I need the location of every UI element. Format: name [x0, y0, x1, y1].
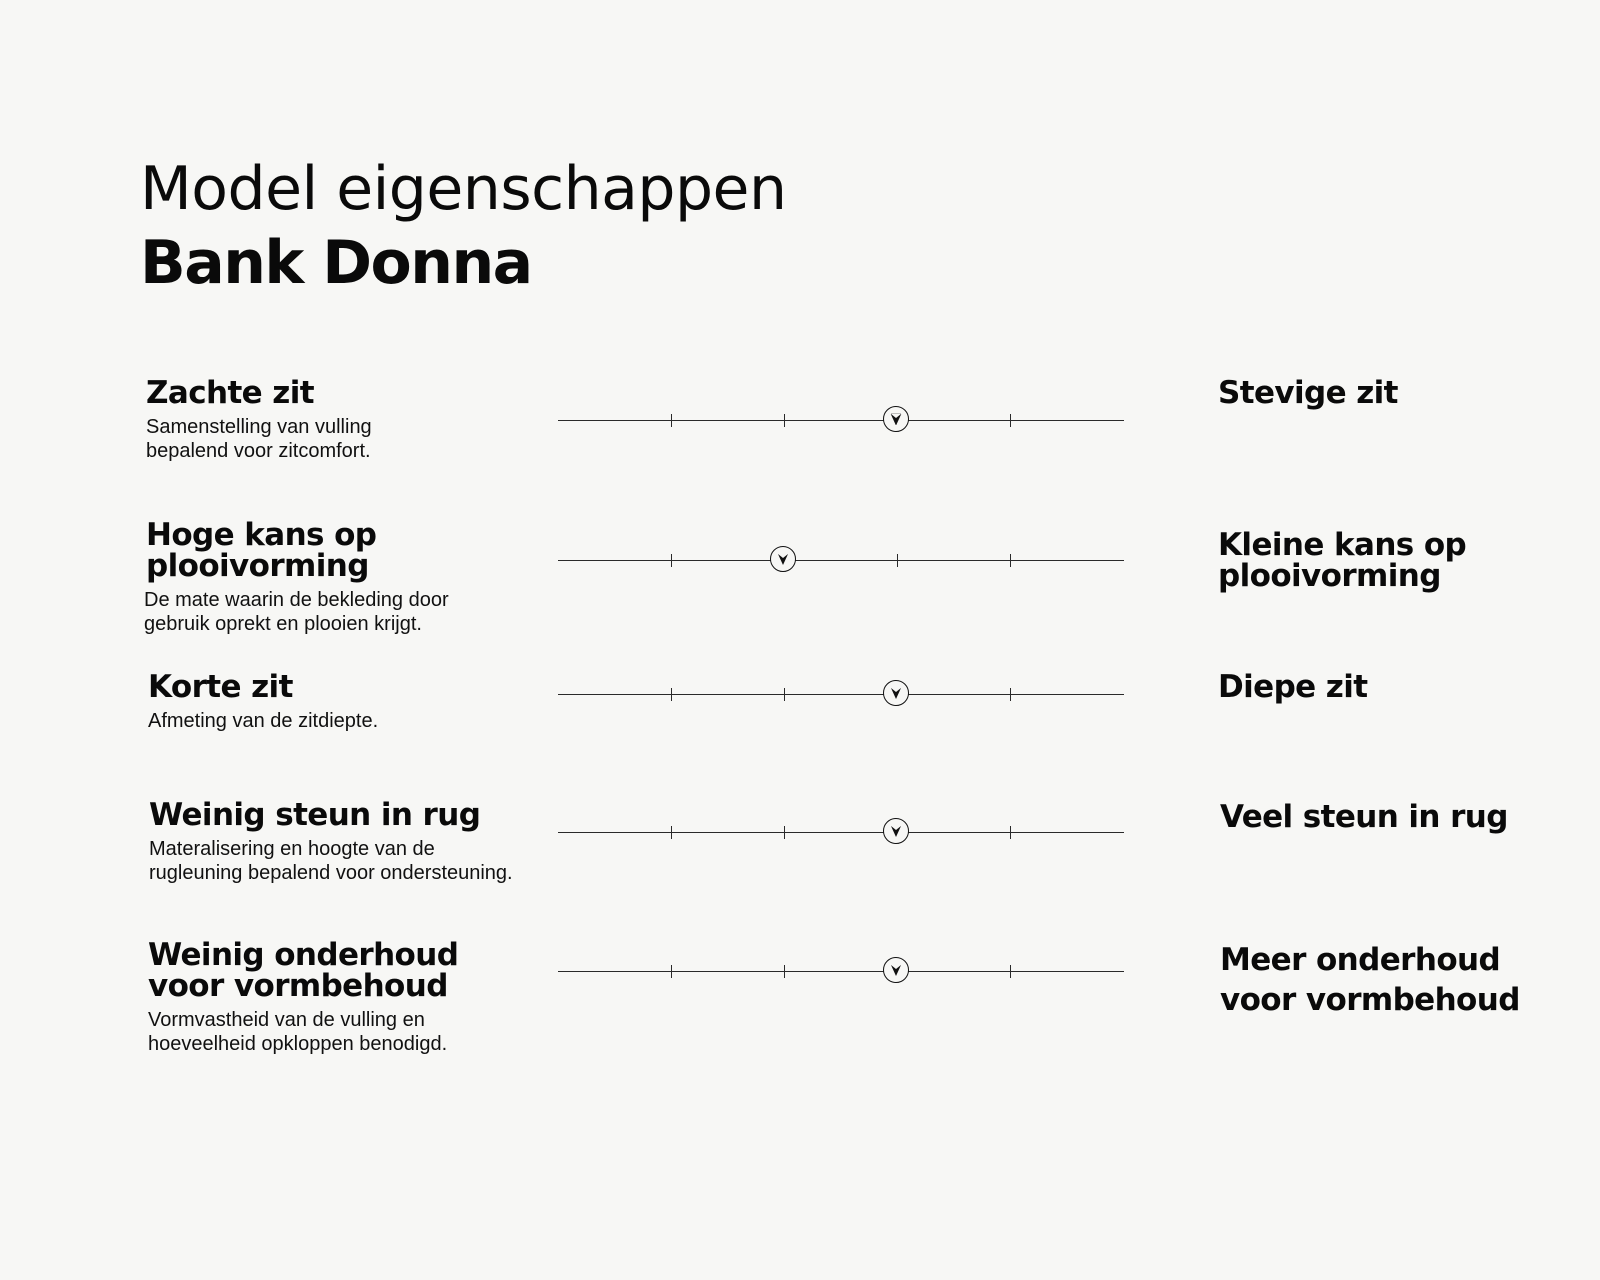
tick-mark: [784, 826, 785, 839]
right-label-group: Stevige zit: [1218, 378, 1578, 409]
tick-mark: [671, 826, 672, 839]
tick-mark: [1010, 826, 1011, 839]
right-label-group: Kleine kans op plooivorming: [1218, 530, 1578, 592]
tick-mark: [671, 965, 672, 978]
slider-knob: [883, 406, 909, 432]
right-label-group: Veel steun in rug: [1220, 802, 1580, 833]
tick-mark: [1010, 688, 1011, 701]
slider-knob: [883, 818, 909, 844]
left-label: Hoge kans op plooivorming: [146, 517, 377, 584]
property-description: Afmeting van de zitdiepte.: [148, 710, 379, 732]
left-label-group: Zachte zit Samenstelling van vulling bep…: [146, 378, 546, 463]
rating-slider: [558, 680, 1124, 706]
slider-knob: [883, 680, 909, 706]
tick-mark: [784, 688, 785, 701]
rating-slider: [558, 406, 1124, 432]
product-name: Bank Donna: [140, 228, 533, 298]
property-description: Materalisering en hoogte van de rugleuni…: [149, 838, 513, 884]
arrow-pointer-icon: [891, 687, 901, 699]
tick-mark: [1010, 414, 1011, 427]
right-label: Kleine kans op plooivorming: [1218, 527, 1467, 594]
right-label: Veel steun in rug: [1220, 799, 1508, 835]
slider-knob: [770, 546, 796, 572]
page-title: Model eigenschappen: [140, 154, 787, 224]
tick-mark: [671, 554, 672, 567]
right-label: Meer onderhoud voor vormbehoud: [1220, 942, 1520, 1018]
arrow-pointer-icon: [891, 964, 901, 976]
arrow-pointer-icon: [778, 553, 788, 565]
tick-mark: [784, 965, 785, 978]
left-label-group: Weinig onderhoud voor vormbehoud Vormvas…: [148, 940, 548, 1056]
left-label-group: Korte zit Afmeting van de zitdiepte.: [148, 672, 548, 733]
left-label: Weinig steun in rug: [149, 797, 481, 833]
property-description: Vormvastheid van de vulling en hoeveelhe…: [148, 1009, 448, 1055]
rating-slider: [558, 546, 1124, 572]
title-block: Model eigenschappen Bank Donna: [140, 152, 787, 300]
right-label: Stevige zit: [1218, 375, 1399, 411]
tick-mark: [671, 688, 672, 701]
arrow-pointer-icon: [890, 413, 902, 426]
tick-mark: [1010, 965, 1011, 978]
tick-mark: [784, 414, 785, 427]
arrow-pointer-icon: [891, 825, 901, 837]
tick-mark: [1010, 554, 1011, 567]
tick-mark: [897, 554, 898, 567]
rating-slider: [558, 818, 1124, 844]
left-label: Korte zit: [148, 669, 293, 705]
left-label-group: Weinig steun in rug Materalisering en ho…: [149, 800, 569, 885]
rating-slider: [558, 957, 1124, 983]
right-label: Diepe zit: [1218, 669, 1368, 705]
right-label-group: Diepe zit: [1218, 672, 1578, 703]
property-description: De mate waarin de bekleding door gebruik…: [144, 589, 449, 635]
left-label: Weinig onderhoud voor vormbehoud: [148, 937, 459, 1004]
property-description: Samenstelling van vulling bepalend voor …: [146, 416, 372, 462]
left-label-group: Hoge kans op plooivorming De mate waarin…: [144, 517, 546, 636]
slider-knob: [883, 957, 909, 983]
right-label-group: Meer onderhoud voor vormbehoud: [1220, 940, 1580, 1020]
left-label: Zachte zit: [146, 375, 315, 411]
tick-mark: [671, 414, 672, 427]
